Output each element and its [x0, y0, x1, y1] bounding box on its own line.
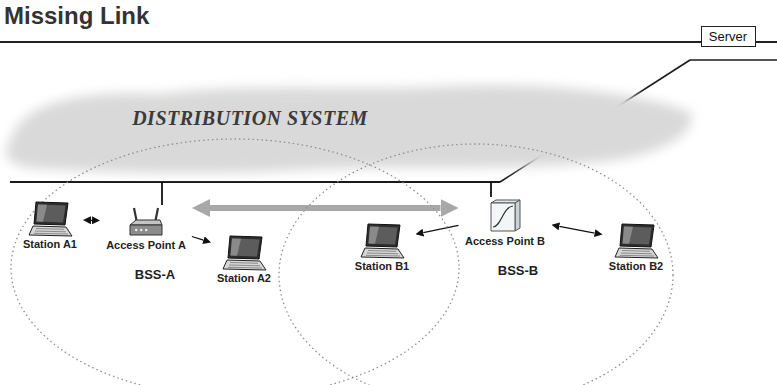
station-laptop: Station A1: [19, 200, 81, 251]
wired-link: [161, 182, 163, 205]
distribution-cloud: DISTRIBUTION SYSTEM: [0, 72, 700, 182]
laptop-base: [223, 260, 266, 270]
laptop-base: [361, 248, 404, 258]
bss-region: Station B1 Access Point B Station B2 BSS-B: [278, 143, 674, 385]
station-laptop: Station A2: [213, 234, 275, 285]
device-label: Station B2: [607, 260, 665, 273]
bss-ellipse: [279, 144, 673, 385]
laptop-base: [615, 248, 658, 258]
region-label: BSS-A: [133, 267, 177, 282]
laptop-glare: [623, 227, 634, 244]
wireless-link: [423, 225, 458, 232]
laptop-base: [29, 226, 72, 236]
laptop-keys: [34, 229, 68, 235]
wireless-link: [91, 220, 92, 221]
laptop-glare: [369, 227, 380, 244]
router-top: [130, 220, 162, 225]
cloud-label: DISTRIBUTION SYSTEM: [132, 107, 368, 130]
laptop-screen: [34, 202, 68, 225]
device-label: Station A2: [215, 272, 273, 285]
station-laptop: Station B2: [605, 222, 668, 273]
device-label: Station B1: [353, 260, 411, 273]
laptop-screen: [620, 224, 654, 247]
laptop-screen: [366, 224, 400, 247]
wireless-link: [559, 226, 594, 233]
server-line: [690, 59, 777, 61]
router-body: [130, 225, 162, 235]
ap-side: [515, 200, 520, 231]
ap-curve: [493, 206, 513, 227]
region-label: BSS-B: [496, 263, 540, 278]
bus-line: [10, 181, 500, 183]
laptop-icon: [613, 222, 659, 260]
ap-icon: [485, 197, 525, 235]
server-box: Server: [701, 26, 756, 47]
bss-ellipse: [11, 139, 459, 385]
device-label: Station A1: [21, 238, 79, 251]
laptop-display: [369, 227, 398, 245]
slide-title: Missing Link: [4, 2, 149, 30]
laptop-keys: [366, 251, 400, 257]
laptop-display: [231, 239, 260, 257]
laptop-icon: [27, 200, 73, 238]
laptop-keys: [620, 251, 654, 257]
station-laptop: Station B1: [351, 222, 414, 273]
laptop-display: [37, 205, 66, 223]
wired-link: [490, 182, 492, 197]
laptop-glare: [37, 205, 48, 222]
laptop-icon: [359, 222, 405, 260]
router-lights: [135, 229, 147, 231]
box-label: Server: [709, 29, 747, 44]
device-label: Access Point A: [104, 239, 188, 252]
laptop-screen: [228, 236, 262, 259]
router-icon: [126, 205, 166, 239]
laptop-icon: [221, 234, 267, 272]
access-point: Access Point A: [102, 205, 190, 252]
cloud-fill: [6, 85, 691, 173]
device-label: Access Point B: [463, 235, 547, 248]
laptop-glare: [231, 239, 242, 256]
laptop-keys: [228, 263, 262, 269]
ap-front: [491, 203, 515, 231]
laptop-display: [623, 227, 652, 245]
access-point: Access Point B: [461, 197, 550, 248]
roaming-arrow: [210, 205, 441, 211]
wireless-link: [192, 237, 204, 241]
header-rule: [0, 41, 777, 43]
